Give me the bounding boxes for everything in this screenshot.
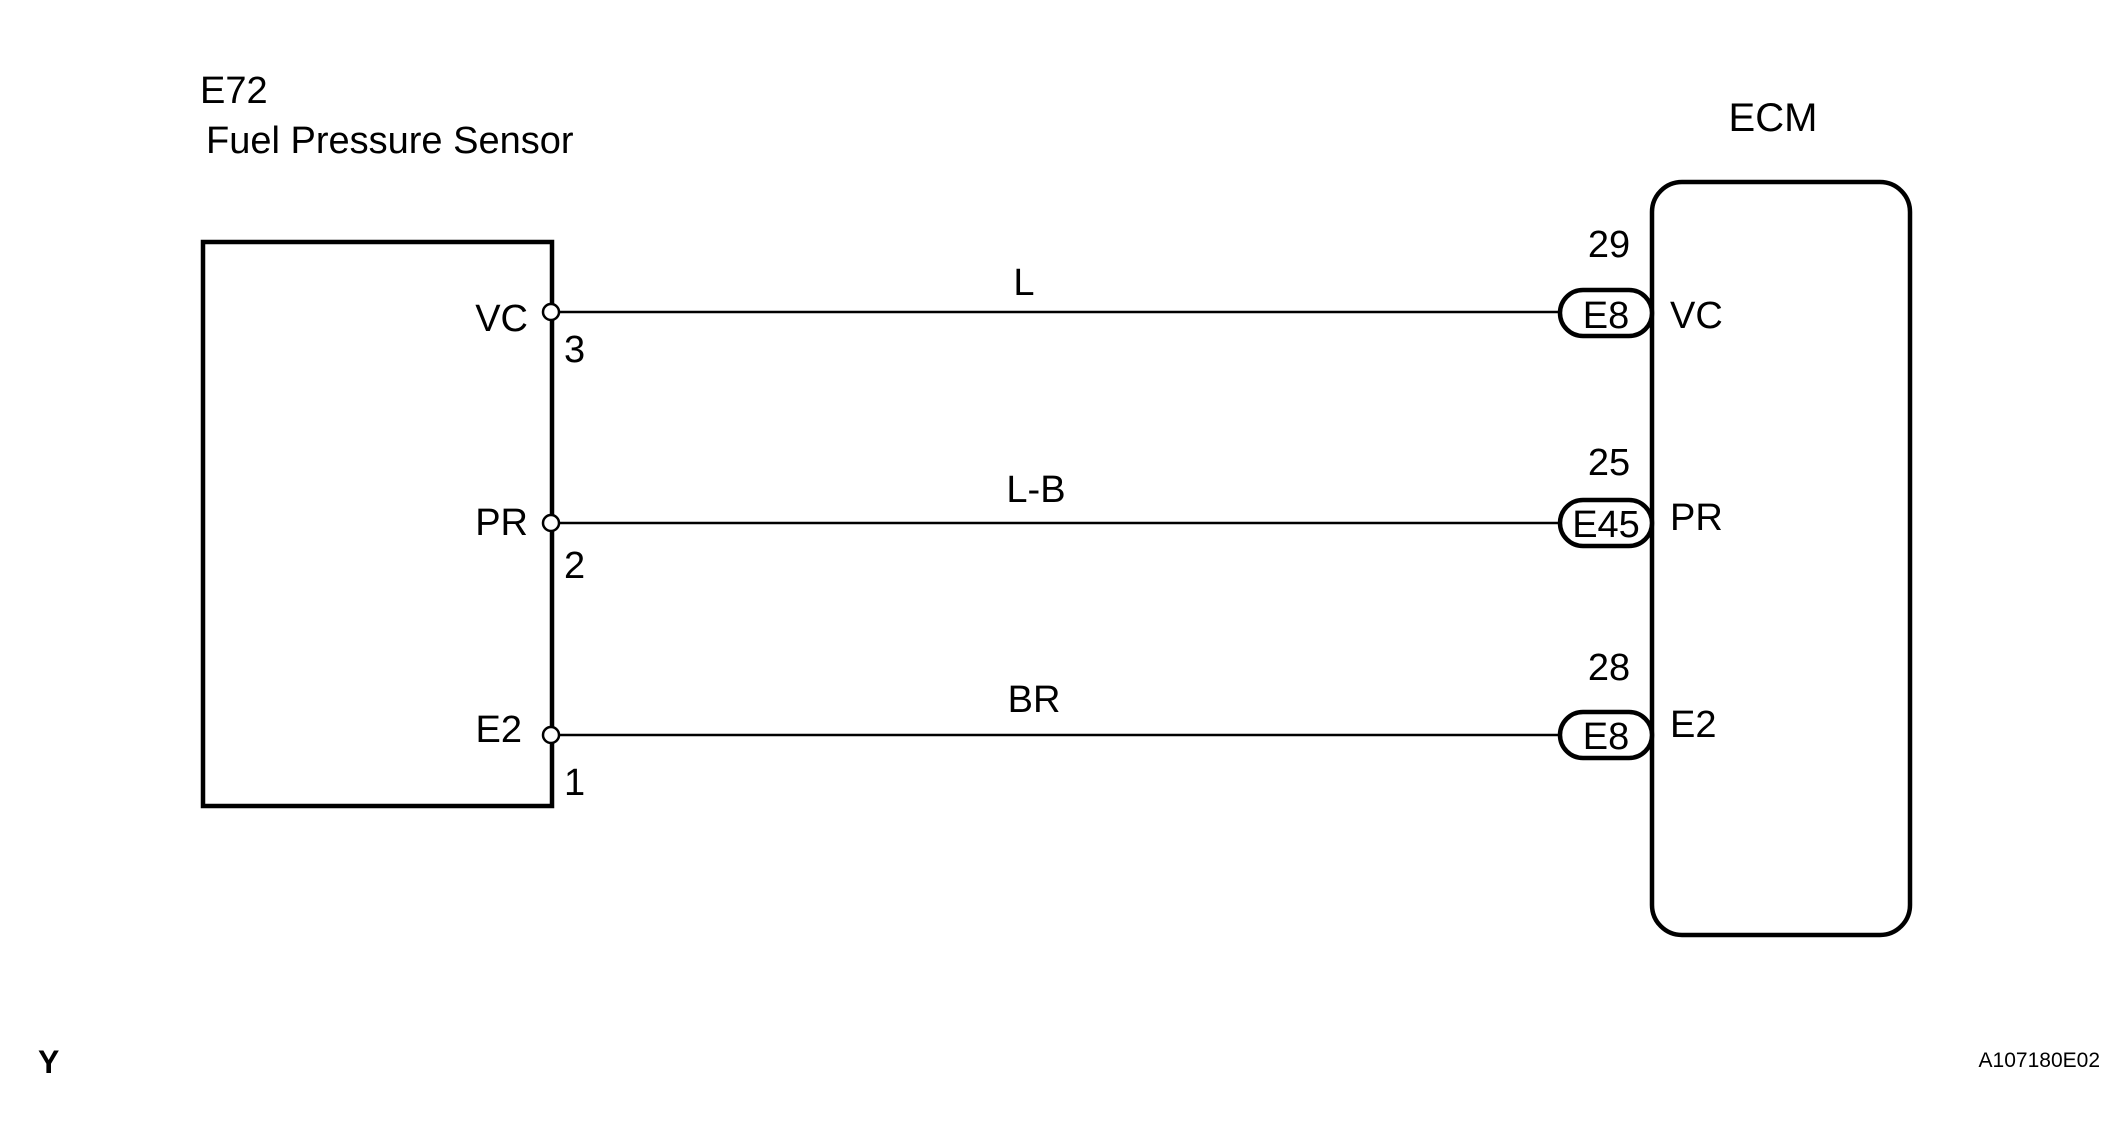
footer-left-code: Y [38, 1044, 59, 1080]
ecm-connector-e2: E8 [1583, 716, 1629, 758]
sensor-pin-label-pr: PR [475, 502, 528, 544]
sensor-name: Fuel Pressure Sensor [206, 120, 574, 162]
sensor-terminal-e2 [541, 725, 561, 745]
sensor-pin-number-pr: 2 [564, 545, 585, 587]
wire-color-vc: L [1013, 262, 1034, 304]
figure-id: A107180E02 [1979, 1049, 2100, 1072]
sensor-pin-label-vc: VC [475, 298, 528, 340]
ecm-title: ECM [1729, 96, 1818, 140]
ecm-pin-number-pr: 25 [1588, 442, 1630, 484]
ecm-pin-label-vc: VC [1670, 295, 1723, 337]
ecm-connector-badge-e2 [1557, 709, 1655, 761]
ecm-connector-pr: E45 [1572, 504, 1640, 546]
sensor-terminal-vc [541, 302, 561, 322]
wire-color-e2: BR [1008, 679, 1061, 721]
ecm-connector-badge-vc [1557, 287, 1655, 339]
ecm-connector-badge-pr [1557, 497, 1655, 549]
ecm-pin-number-e2: 28 [1588, 647, 1630, 689]
sensor-pin-number-vc: 3 [564, 329, 585, 371]
sensor-pin-number-e2: 1 [564, 762, 585, 804]
ecm-pin-number-vc: 29 [1588, 224, 1630, 266]
sensor-pin-label-e2: E2 [476, 709, 522, 751]
ecm-connector-vc: E8 [1583, 295, 1629, 337]
sensor-terminal-pr [541, 513, 561, 533]
ecm-box [1649, 179, 1913, 938]
ecm-pin-label-pr: PR [1670, 497, 1723, 539]
wire-color-pr: L-B [1006, 469, 1065, 511]
ecm-pin-label-e2: E2 [1670, 704, 1716, 746]
sensor-code: E72 [200, 70, 268, 112]
